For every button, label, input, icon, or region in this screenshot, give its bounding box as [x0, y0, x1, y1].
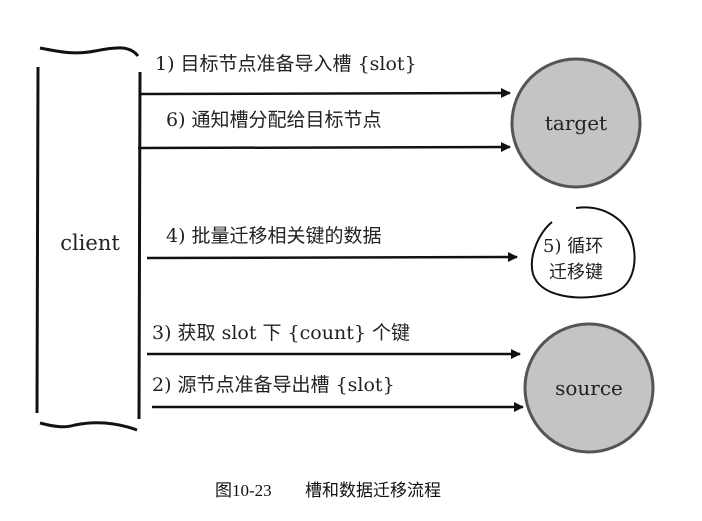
figure-caption: 图10-23 槽和数据迁移流程: [215, 481, 441, 500]
client-right-line: [137, 71, 142, 420]
arrow-label: 2) 源节点准备导出槽 {slot}: [152, 374, 395, 396]
arrow-line: [137, 142, 511, 153]
source-node: source: [523, 322, 655, 454]
target-circle: [510, 57, 642, 189]
loop-outline: [530, 206, 636, 299]
arrow-label: 1) 目标节点准备导入槽 {slot}: [155, 53, 417, 75]
arrow-step-2: 2) 源节点准备导出槽 {slot}: [152, 374, 524, 412]
target-node: target: [510, 57, 642, 189]
loop-label-line2: 迁移键: [549, 262, 603, 283]
client-bottom-curl: [39, 421, 138, 432]
source-label: source: [555, 376, 623, 400]
source-circle: [523, 322, 655, 454]
arrow-label: 6) 通知槽分配给目标节点: [166, 109, 382, 131]
arrow-label: 3) 获取 slot 下 {count} 个键: [152, 322, 410, 344]
caption-title: 槽和数据迁移流程: [305, 481, 441, 500]
target-label: target: [545, 111, 607, 135]
arrow-line: [139, 88, 511, 99]
caption-figure-number: 图10-23: [215, 481, 272, 500]
client-label: client: [60, 231, 120, 255]
arrow-line: [146, 252, 518, 263]
arrow-step-3: 3) 获取 slot 下 {count} 个键: [147, 322, 521, 359]
client-box: client: [35, 46, 142, 432]
loop-annotation: 5) 循环 迁移键: [530, 206, 636, 299]
arrow-step-4: 4) 批量迁移相关键的数据: [146, 225, 518, 263]
loop-label-line1: 5) 循环: [543, 236, 603, 257]
arrow-step-1: 1) 目标节点准备导入槽 {slot}: [139, 53, 511, 99]
arrow-label: 4) 批量迁移相关键的数据: [166, 225, 382, 247]
client-left-line: [35, 66, 40, 414]
arrow-step-6: 6) 通知槽分配给目标节点: [137, 109, 511, 153]
client-top-curl: [39, 46, 140, 57]
